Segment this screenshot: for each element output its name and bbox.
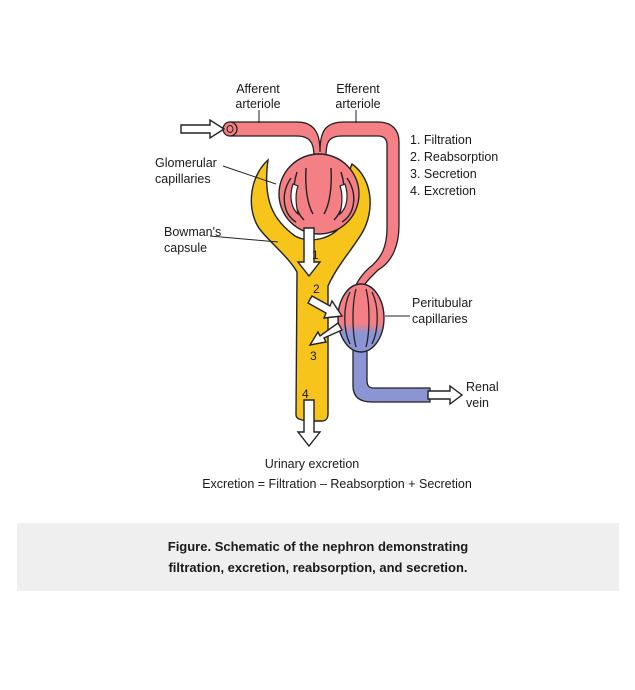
peritubular-capillaries — [337, 283, 385, 353]
figure-caption: Figure. Schematic of the nephron demonst… — [17, 523, 619, 591]
legend-item-secretion: 3. Secretion — [410, 167, 477, 181]
label-glomerular: Glomerular — [155, 156, 217, 170]
label-urinary: Urinary excretion — [265, 457, 360, 471]
label-peritubular-2: capillaries — [412, 312, 468, 326]
label-efferent-2: arteriole — [335, 97, 380, 111]
flow-arrows — [180, 118, 464, 448]
legend-item-excretion: 4. Excretion — [410, 184, 476, 198]
excretion-equation: Excretion = Filtration – Reabsorption + … — [202, 477, 472, 491]
legend-item-reabsorption: 2. Reabsorption — [410, 150, 498, 164]
label-bowmans-2: capsule — [164, 241, 207, 255]
secretion-arrow — [308, 321, 343, 346]
step-number-3: 3 — [310, 349, 317, 363]
step-number-2: 2 — [313, 282, 320, 296]
label-renal: Renal — [466, 380, 499, 394]
label-glomerular-2: capillaries — [155, 172, 211, 186]
step-number-1: 1 — [312, 248, 319, 262]
label-renal-2: vein — [466, 396, 489, 410]
renal-vein-vessel — [352, 344, 431, 403]
label-bowmans: Bowman's — [164, 225, 221, 239]
nephron-diagram: 1 2 3 4 Afferent arteriole Efferent arte… — [155, 82, 499, 491]
leader-lines — [209, 110, 410, 317]
label-peritubular: Peritubular — [412, 296, 472, 310]
filtration-arrow — [296, 227, 322, 278]
label-afferent-2: arteriole — [235, 97, 280, 111]
caption-line-1: Figure. Schematic of the nephron demonst… — [167, 539, 469, 554]
label-afferent: Afferent — [236, 82, 280, 96]
bowmans-capsule-tubule — [250, 158, 371, 422]
peritubular-loops — [344, 288, 378, 348]
label-efferent: Efferent — [336, 82, 380, 96]
step-number-4: 4 — [302, 387, 309, 401]
inflow-arrow — [180, 118, 226, 140]
renal-vein-arrow — [427, 384, 464, 406]
caption-line-2: filtration, excretion, reabsorption, and… — [168, 560, 468, 575]
legend-item-filtration: 1. Filtration — [410, 133, 472, 147]
excretion-arrow — [296, 399, 322, 448]
reabsorption-arrow — [307, 295, 344, 319]
